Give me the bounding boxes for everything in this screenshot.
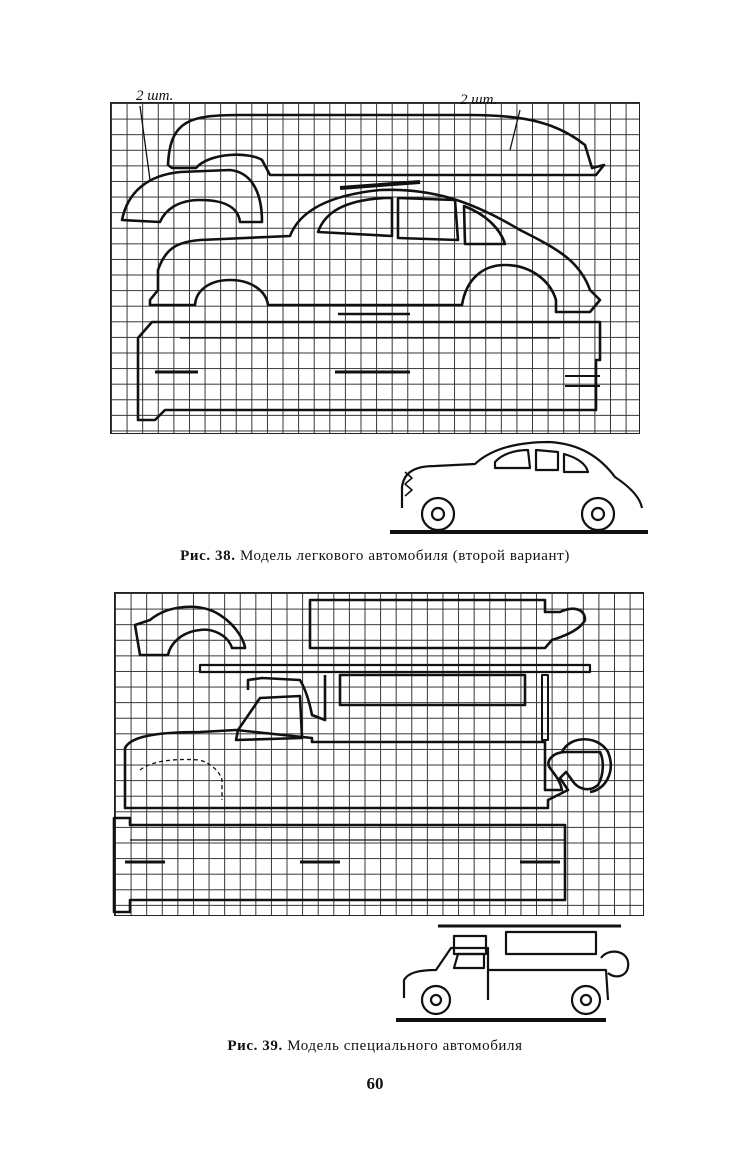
- fig38-caption: Рис. 38. Модель легкового автомобиля (вт…: [0, 548, 750, 565]
- fig38-assembled-car-illustration: [390, 440, 648, 534]
- fig39-caption-text: Модель специального автомобиля: [287, 1038, 523, 1054]
- fig38-pattern-grid: [110, 102, 640, 434]
- fig38-note-fenders-left: 2 шт.: [136, 88, 174, 104]
- fig39-caption: Рис. 39. Модель специального автомобиля: [0, 1038, 750, 1055]
- fig38-label: Рис. 38.: [180, 548, 236, 564]
- fig38-caption-text: Модель легкового автомобиля (второй вари…: [239, 548, 570, 564]
- page-number: 60: [366, 1074, 384, 1093]
- fig38-note-fenders-right: 2 шт.: [460, 92, 498, 108]
- fig39-assembled-truck-illustration: [396, 924, 630, 1022]
- fig39-ground-line: [396, 1018, 606, 1022]
- fig39-label: Рис. 39.: [227, 1038, 283, 1054]
- fig38-ground-line: [390, 530, 648, 534]
